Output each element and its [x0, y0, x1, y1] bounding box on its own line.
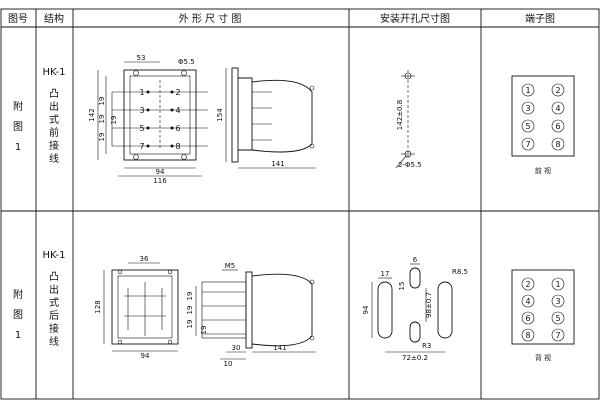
row2-dim-10: 10 [224, 360, 233, 368]
svg-text:6: 6 [525, 314, 530, 323]
row1-pitch-1: 19 [98, 97, 106, 106]
svg-text:8: 8 [525, 331, 530, 340]
svg-text:1: 1 [15, 142, 21, 153]
svg-text:6: 6 [175, 124, 180, 133]
svg-text:后: 后 [49, 310, 59, 322]
row1-mounting-hole: 2-Φ5.5 [398, 161, 422, 169]
row2-front-view [103, 262, 179, 352]
svg-text:式: 式 [49, 296, 59, 309]
svg-text:2: 2 [555, 86, 560, 95]
row2-mounting-view [371, 263, 453, 353]
svg-text:凸: 凸 [49, 88, 59, 100]
svg-text:4: 4 [555, 104, 560, 113]
svg-text:附: 附 [13, 288, 23, 301]
row1-dim-hole: Φ5.5 [178, 58, 195, 66]
row1-dim-total-width: 116 [153, 177, 167, 185]
svg-text:接: 接 [49, 322, 59, 335]
svg-text:5: 5 [555, 314, 560, 323]
row1-mounting-view [395, 70, 415, 169]
row1-terminal-diagram: 1 2 3 4 5 6 7 8 [511, 75, 575, 157]
svg-text:1: 1 [555, 280, 560, 289]
svg-text:附: 附 [13, 100, 23, 113]
row2-view-label: 背 视 [535, 353, 551, 362]
header-outline: 外 形 尺 寸 图 [179, 12, 242, 25]
row2-pitch-4: 19 [200, 326, 208, 335]
svg-text:3: 3 [555, 297, 560, 306]
row2-side-view [195, 269, 316, 360]
svg-text:式: 式 [49, 113, 59, 126]
row2-dim-width: 94 [141, 352, 150, 360]
row2-mount-slot-width: 17 [381, 270, 390, 278]
row1-dim-depth: 141 [271, 160, 284, 168]
row2-mount-dim-15: 15 [398, 282, 406, 291]
row2-mount-slot-height: 94 [362, 305, 370, 314]
svg-text:接: 接 [49, 139, 59, 152]
row1-front-view [97, 61, 208, 177]
svg-text:8: 8 [555, 140, 560, 149]
svg-text:前: 前 [49, 126, 59, 139]
row2-mount-spacing: 72±0.2 [402, 354, 428, 362]
row1-side-view [225, 67, 316, 169]
svg-text:7: 7 [525, 140, 530, 149]
row2-structure: 凸 出 式 后 接 线 [49, 271, 59, 348]
row2-dim-depth: 141 [273, 344, 286, 352]
row2-terminal-diagram: 2 1 4 3 6 5 8 7 [511, 269, 575, 345]
row2-figure-label: 附 图 1 [13, 288, 23, 341]
svg-text:4: 4 [175, 106, 180, 115]
row2-model: HK-1 [43, 250, 66, 261]
row1-dim-top-width: 53 [137, 54, 146, 62]
row1-pitch-2: 19 [98, 115, 106, 124]
row2-dim-thread: M5 [225, 262, 236, 270]
row1-model: HK-1 [43, 67, 66, 78]
svg-text:1: 1 [139, 88, 144, 97]
svg-text:5: 5 [525, 122, 530, 131]
row1-view-label: 前 视 [535, 166, 551, 175]
row1-pitch-4: 19 [110, 116, 118, 125]
row2-pitch-1: 19 [186, 292, 194, 301]
svg-text:图: 图 [13, 121, 23, 133]
svg-text:1: 1 [525, 86, 530, 95]
svg-text:3: 3 [139, 106, 144, 115]
row1-structure: 凸 出 式 前 接 线 [49, 88, 59, 165]
header-mounting: 安装开孔尺寸图 [380, 12, 450, 25]
svg-text:7: 7 [139, 142, 144, 151]
svg-text:凸: 凸 [49, 271, 59, 283]
row2-mount-radius-small: R3 [422, 342, 431, 350]
svg-text:6: 6 [555, 122, 560, 131]
svg-text:7: 7 [555, 331, 560, 340]
svg-text:图: 图 [13, 309, 23, 321]
svg-text:2: 2 [175, 88, 180, 97]
row2-dim-height: 128 [94, 300, 102, 313]
svg-text:2: 2 [525, 280, 530, 289]
header-structure: 结构 [44, 12, 64, 25]
row1-dim-inner-width: 94 [156, 168, 165, 176]
row1-dim-height: 154 [216, 108, 224, 122]
row1-face-terminal-numbers: 1 2 3 4 5 6 7 8 [139, 88, 180, 151]
table-grid [0, 8, 600, 400]
row2-mount-radius-big: R8.5 [452, 268, 468, 276]
header-figure-no: 图号 [8, 13, 28, 25]
row2-dim-top-width: 36 [140, 255, 149, 263]
row2-mount-dim-6: 6 [413, 256, 418, 264]
svg-text:4: 4 [525, 297, 530, 306]
row2-mount-dim-98: 98±0.7 [425, 292, 433, 318]
row2-pitch-2: 19 [186, 306, 194, 315]
svg-text:线: 线 [49, 152, 59, 165]
svg-text:出: 出 [49, 283, 59, 296]
row1-dim-inner-height: 142 [88, 108, 96, 121]
svg-text:出: 出 [49, 100, 59, 113]
row1-pitch-3: 19 [98, 133, 106, 142]
svg-text:3: 3 [525, 104, 530, 113]
svg-text:1: 1 [15, 330, 21, 341]
row2-dim-30: 30 [232, 344, 241, 352]
svg-text:5: 5 [139, 124, 144, 133]
header-terminal: 端子图 [525, 12, 555, 25]
row1-mounting-spacing: 142±0.8 [396, 100, 404, 130]
row1-figure-label: 附 图 1 [13, 100, 23, 153]
row2-pitch-3: 19 [186, 320, 194, 329]
svg-text:线: 线 [49, 335, 59, 348]
svg-text:8: 8 [175, 142, 180, 151]
